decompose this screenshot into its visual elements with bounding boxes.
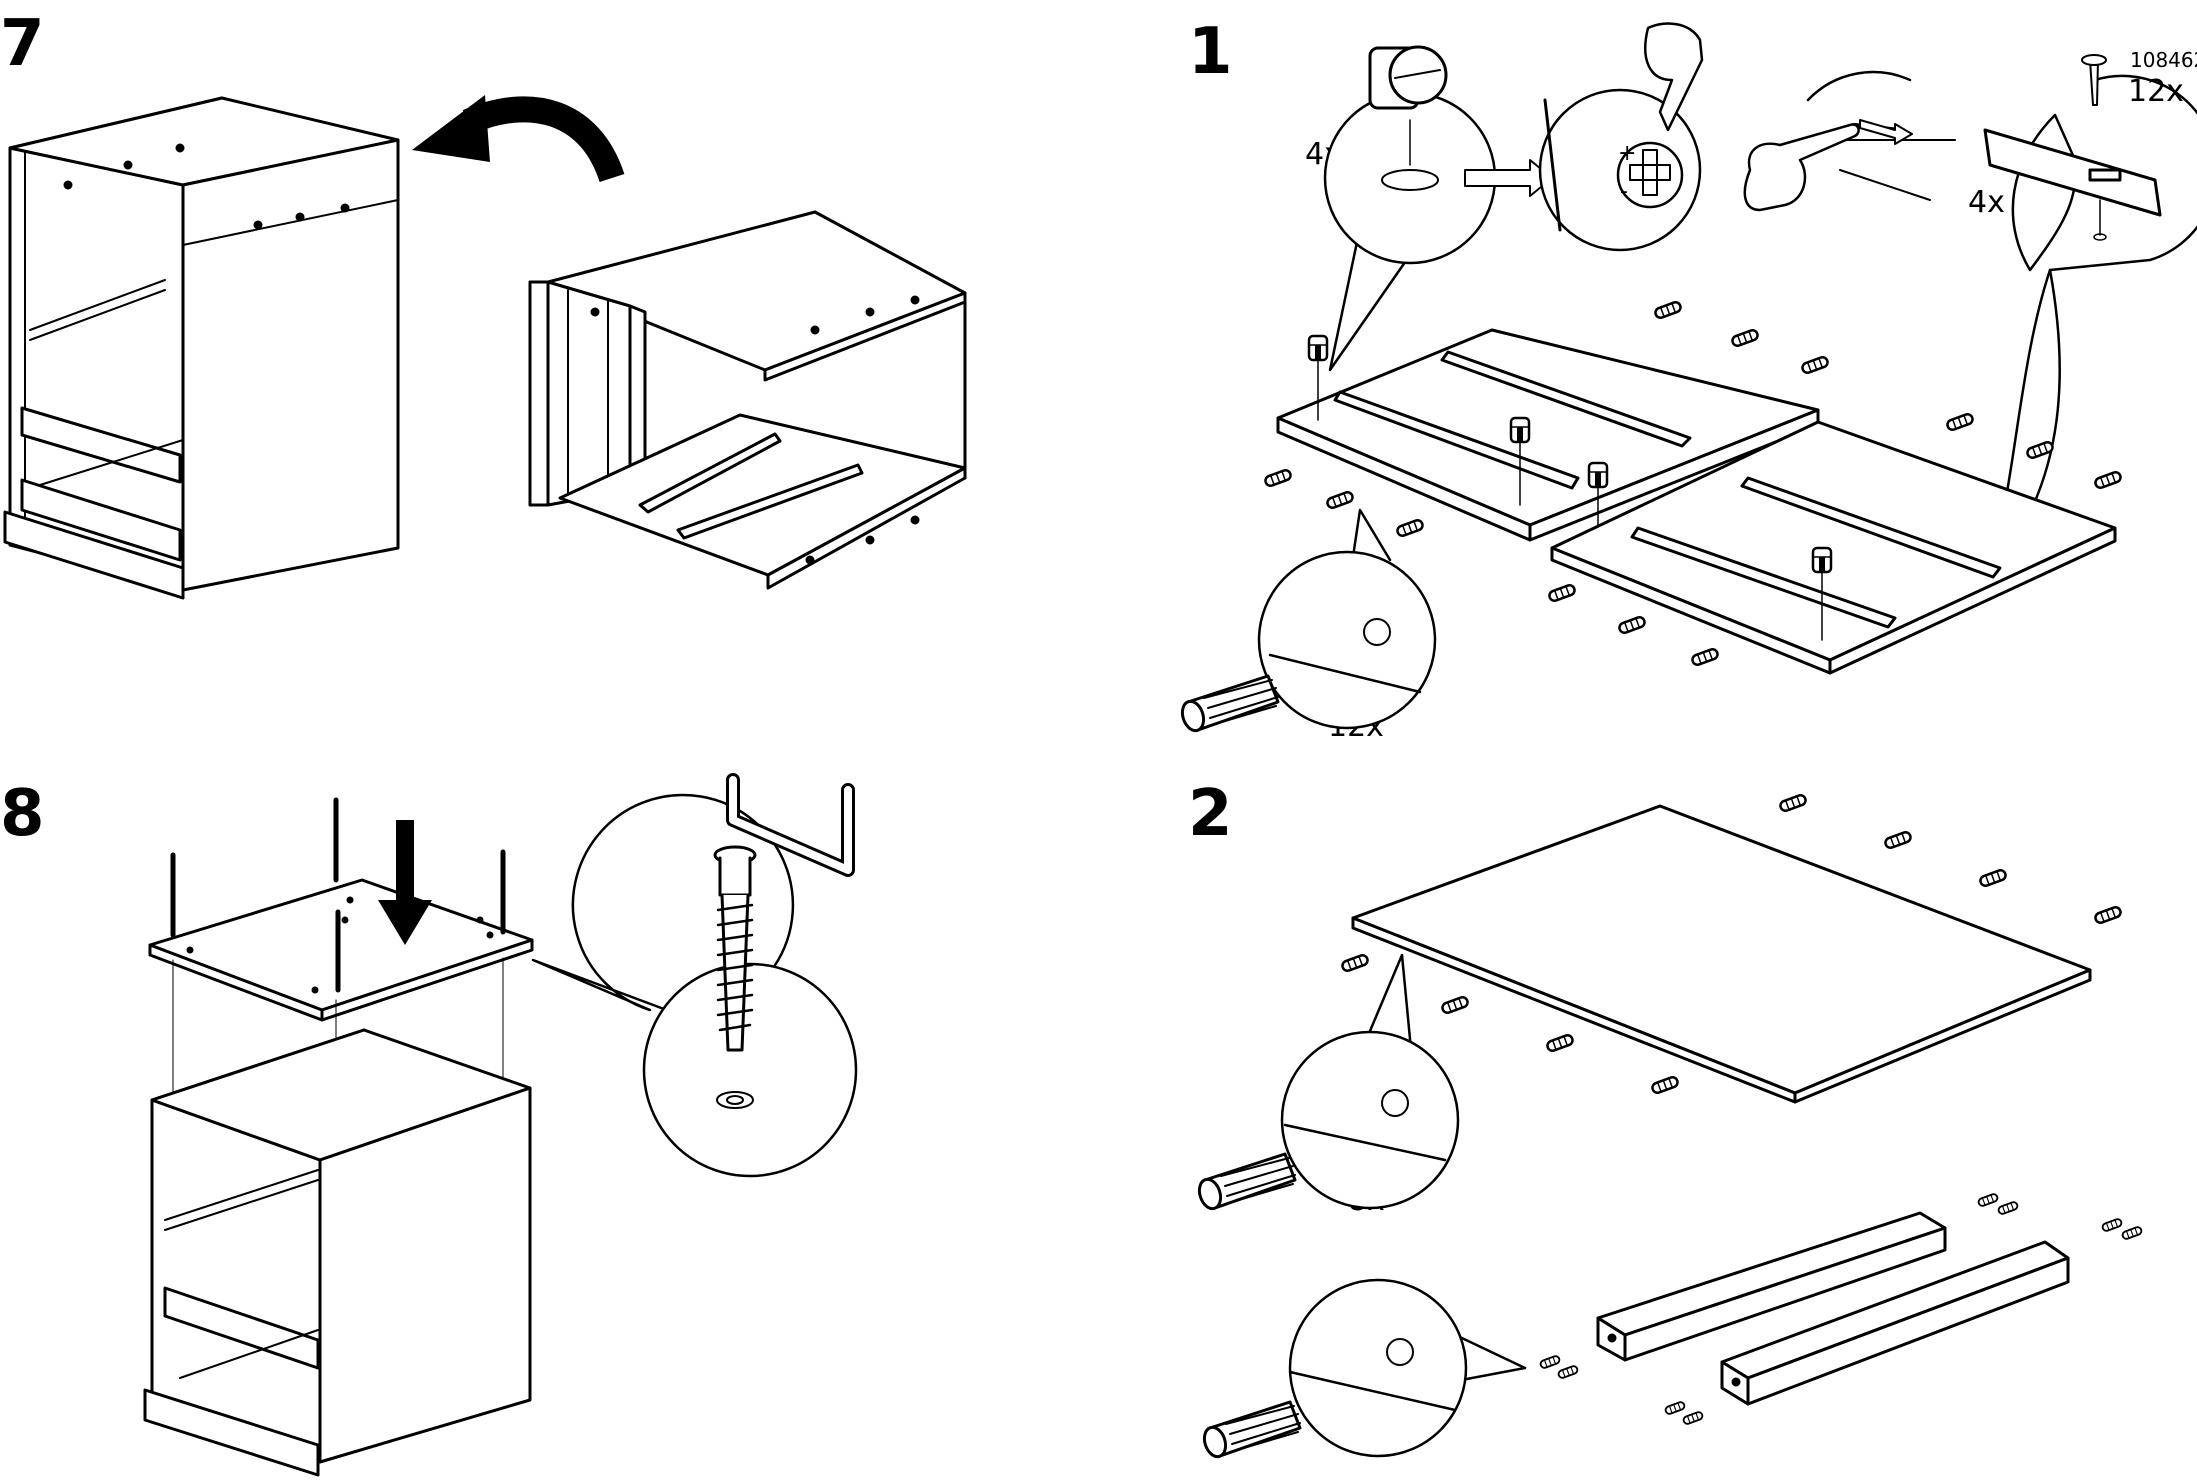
step1-turn-bubble: + - [1538,88,1702,252]
step2-top-dowel-bubble [1194,953,1460,1213]
step-number-2: 2 [1188,777,1233,851]
step1-rail-quantity: 4x [1968,185,2005,220]
step8-top-panel [148,878,534,1022]
step1-part-number: 108462 [2130,48,2197,72]
step7-cabinet-left [3,96,400,600]
svg-text:+: + [1618,141,1636,166]
svg-text:-: - [1620,179,1628,204]
step-number-1: 1 [1188,15,1233,89]
connector-screw-icon [713,845,757,1052]
step1-dowel-bubble [1177,508,1437,735]
allen-key-icon [726,773,855,877]
hand-pointer-icon [1644,22,1704,132]
step8-screws [170,797,506,1096]
down-arrow-icon [378,820,432,945]
step8-cabinet [143,1028,532,1477]
step7-cabinet-right [528,210,967,590]
step1-rail-bubble [1804,54,2197,547]
hand-pointer-icon [1743,119,1913,212]
step-number-7: 7 [0,7,45,81]
step-number-8: 8 [0,777,45,851]
step1-camlock-bubble [1323,45,1497,372]
step2-top-panel [1351,804,2092,1104]
step2-rails [1596,1211,2070,1406]
step1-panel-right [1550,420,2117,675]
step2-rail-dowel-bubble [1199,1278,1527,1461]
step7-rotate-arrow-icon [412,95,625,183]
